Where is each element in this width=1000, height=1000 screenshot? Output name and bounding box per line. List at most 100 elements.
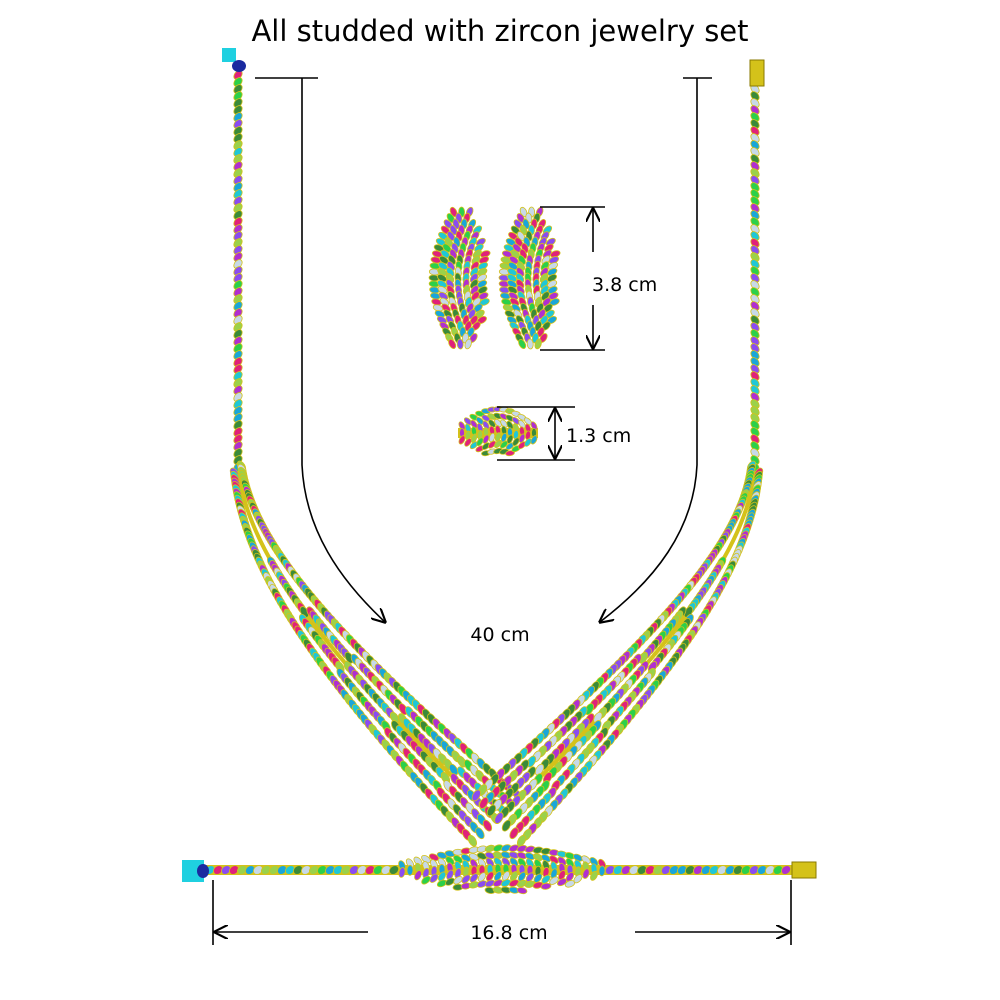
bracelet-clasp-right [791,861,817,879]
clasp-right [749,59,765,87]
zircon-gem [485,871,495,882]
bracelet [182,844,817,895]
zircon-gem [316,865,328,875]
zircon-gem [598,865,606,877]
zircon-gem [448,339,457,349]
zircon-gem [516,879,528,888]
zircon-gem [512,437,520,447]
zircon-gem [692,865,704,875]
zircon-gem [716,865,728,875]
zircon-gem [644,865,656,875]
zircon-gem [388,865,400,875]
zircon-gem [724,865,736,875]
bracelet-length-label: 16.8 cm [470,922,547,944]
zircon-gem [505,450,515,457]
zircon-gem [492,879,504,887]
zircon-gem [509,871,519,882]
zircon-gem [488,432,496,443]
zircon-gem [668,865,680,875]
zircon-gem [494,812,504,824]
zircon-gem [516,887,528,895]
zircon-gem [506,434,514,444]
zircon-gem [540,882,552,890]
zircon-gem [518,433,526,443]
zircon-gem [525,872,535,883]
zircon-gem [628,865,640,875]
zircon-gem [506,420,514,430]
zircon-gem [530,435,538,445]
clasp-left [222,48,236,62]
zircon-gem [494,418,502,428]
zircon-gem [464,438,472,447]
necklace-length-dimension: 40 cm [255,77,712,646]
zircon-gem [228,865,240,875]
zircon-gem [541,874,551,884]
zircon-gem [780,865,792,875]
clasp-stone [232,60,246,72]
zircon-gem [557,856,567,866]
zircon-gem [332,865,344,875]
zircon-gem [582,868,590,879]
zircon-gem [534,338,542,350]
zircon-gem [268,865,280,875]
zircon-gem [500,879,512,887]
zircon-gem [620,865,632,875]
necklace [222,48,765,847]
zircon-gem [448,763,459,776]
zircon-gem [456,755,467,768]
zircon-gem [479,797,489,809]
zircon-gem [471,789,481,802]
zircon-gem [526,755,537,768]
zircon-gem [469,873,479,883]
zircon-gem [482,434,490,444]
zircon-gem [508,879,520,887]
zircon-gem [524,438,532,447]
zircon-gem [340,865,352,875]
zircon-gem [308,865,320,875]
zircon-gem [437,871,447,882]
zircon-gem [612,865,624,875]
zircon-gem [493,871,503,882]
zircon-gem [456,338,464,350]
zircon-gem [604,865,616,875]
zircon-gem [652,865,664,875]
earring-height-label: 3.8 cm [592,274,657,296]
zircon-gem [464,338,472,350]
zircon-gem [356,865,368,875]
clasp-stone [197,864,209,878]
zircon-gem [458,435,466,445]
zircon-gem [573,874,583,884]
zircon-gem [533,873,543,883]
zircon-gem [708,865,720,875]
ring-height-dimension: 1.3 cm [497,406,631,461]
zircon-gem [467,834,478,847]
zircon-gem [636,865,648,875]
zircon-gem [252,865,264,875]
zircon-gem [488,419,496,428]
zircon-gem [429,873,439,883]
zircon-gem [764,865,776,875]
zircon-gem [732,865,744,875]
zircon-gem [348,865,360,875]
zircon-gem [364,865,376,875]
ring [458,406,538,457]
zircon-gem [526,338,534,350]
zircon-gem [500,432,508,443]
zircon-gem [518,419,526,429]
bracelet-clasp-left [182,860,204,882]
earrings [428,206,561,350]
zircon-gem [276,865,288,875]
zircon-gem [756,865,768,875]
zircon-gem [534,763,545,776]
zircon-gem [470,433,478,443]
zircon-gem [482,420,490,430]
ring-height-label: 1.3 cm [566,425,631,447]
zircon-gem [565,871,575,882]
zircon-gem [406,864,414,876]
zircon-gem [482,819,493,832]
zircon-gem [453,875,463,885]
zircon-gem [476,437,484,447]
zircon-gem [220,865,232,875]
zircon-gem [590,870,598,881]
